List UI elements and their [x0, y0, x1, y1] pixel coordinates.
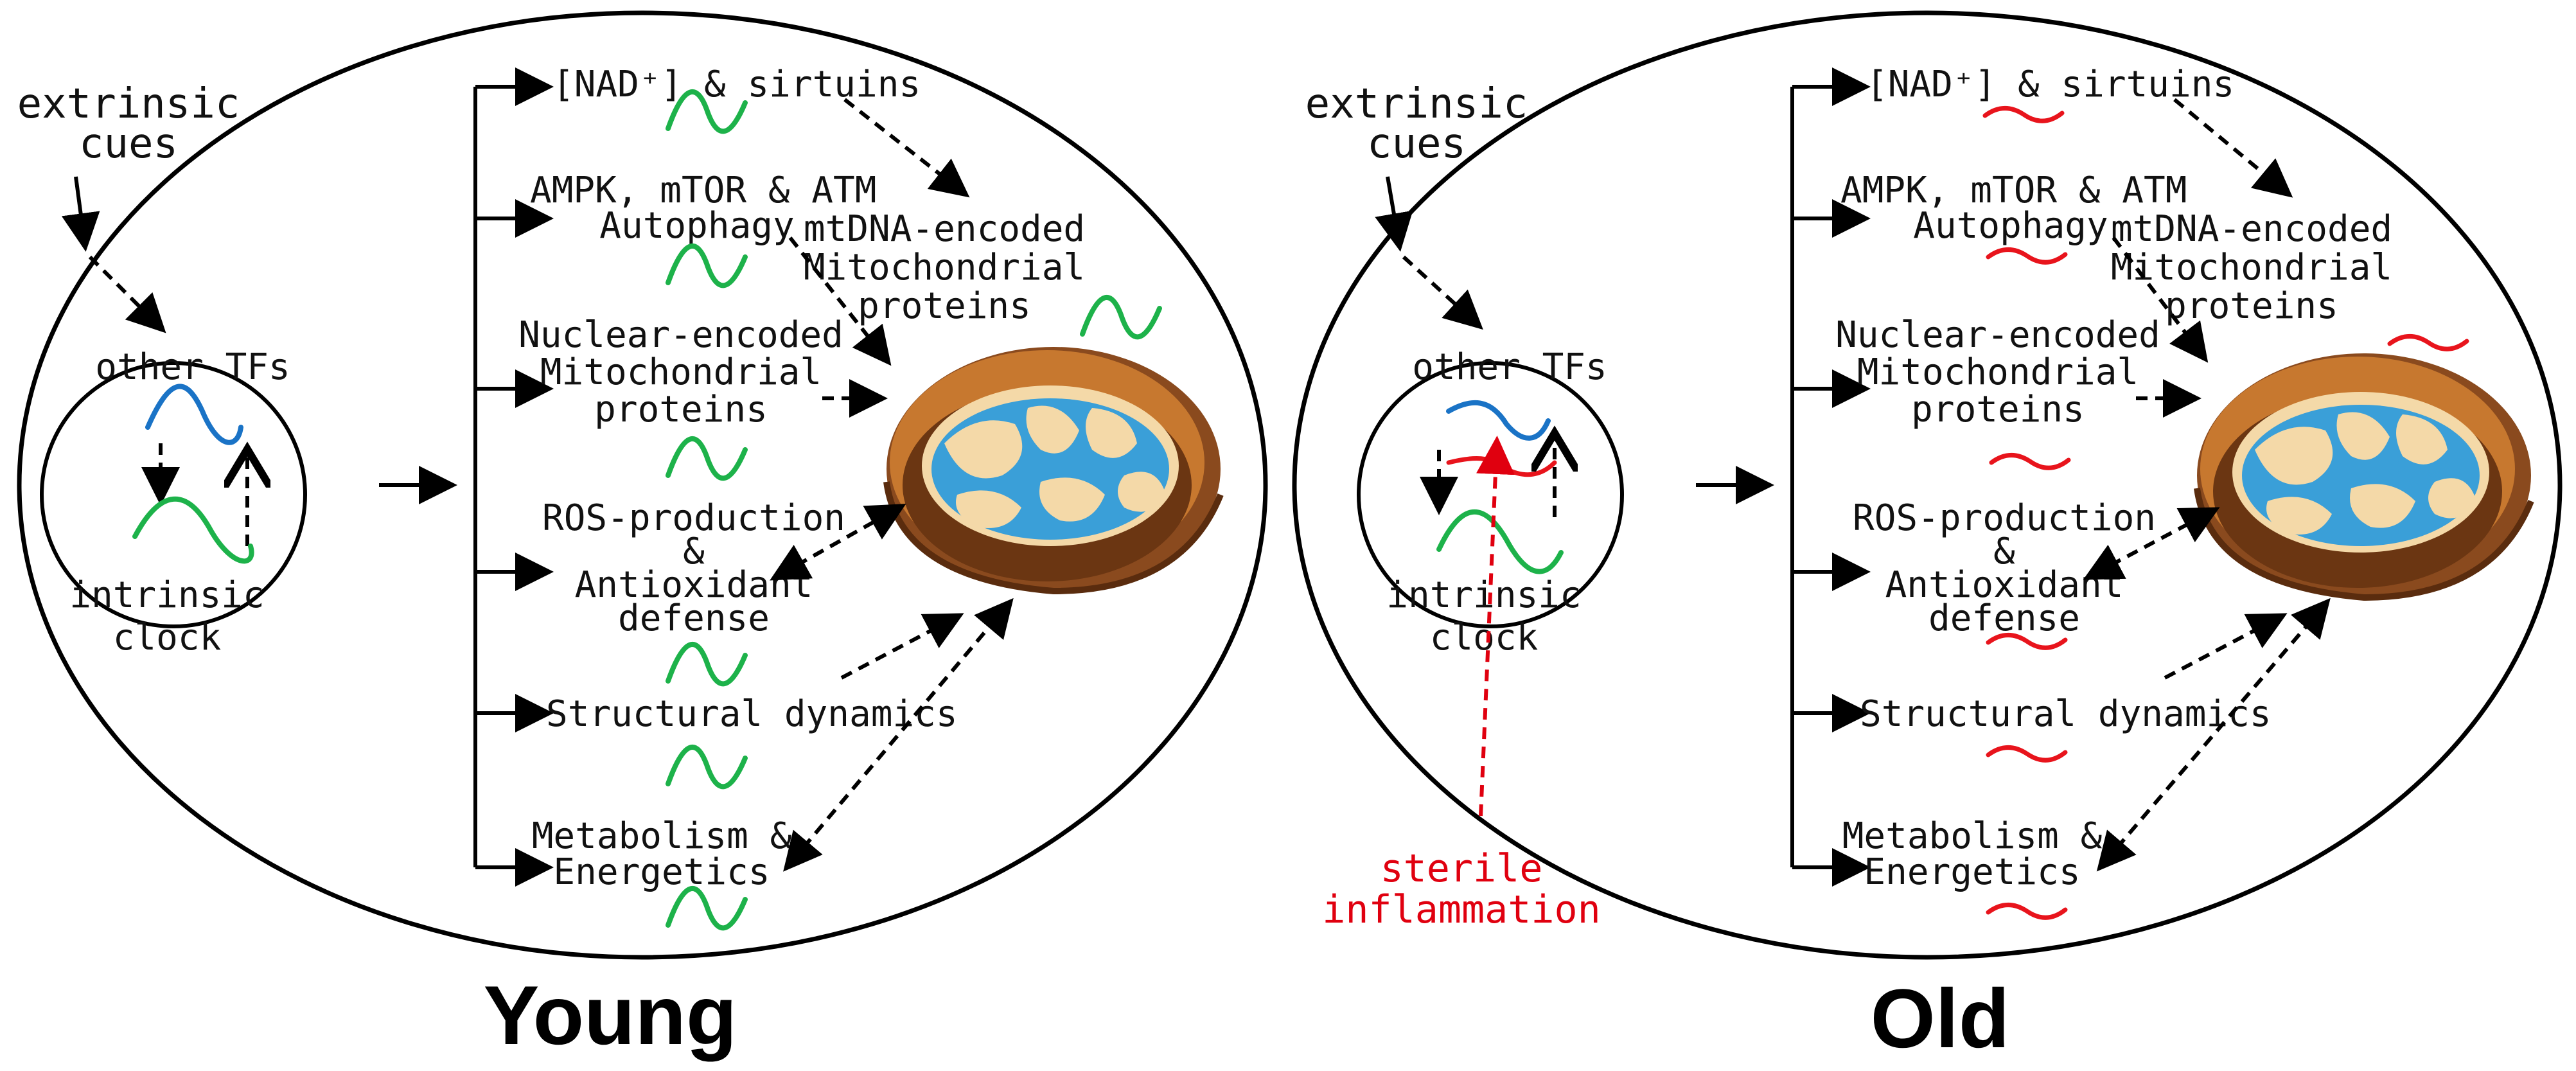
- structural-to-mito-arrow: [840, 613, 964, 680]
- text-line: Mitochondrial: [1857, 351, 2139, 393]
- metabolism-mito-bidirectional-arrow: [783, 597, 1014, 872]
- metabolism-rhythm-wave: [666, 886, 748, 931]
- text-line: extrinsic: [17, 80, 240, 128]
- text-line: proteins: [594, 389, 768, 430]
- clock-circle: [40, 361, 307, 628]
- text-line: Mitochondrial: [804, 247, 1085, 288]
- cell-outline: [1292, 10, 2563, 960]
- cell-outline: [17, 10, 1268, 960]
- text-line: Energetics: [553, 851, 770, 893]
- text-line: proteins: [2165, 285, 2338, 327]
- text-line: intrinsic: [69, 574, 264, 616]
- nad-to-mtdna-arrow: [843, 98, 970, 198]
- metabolism-label: Metabolism &Energetics: [1842, 815, 2103, 893]
- autophagy-to-mito-arrow: [788, 236, 892, 366]
- text-line: clock: [113, 617, 222, 659]
- nad-rhythm-wave: [666, 89, 748, 134]
- nad-to-mtdna-arrow: [2173, 98, 2293, 198]
- extrinsic-to-clock-dashed-arrow: [88, 255, 166, 333]
- ampk-label: AMPK, mTOR & ATM: [1840, 170, 2187, 211]
- text-line: cues: [1367, 120, 1466, 168]
- text-line: inflammation: [1322, 887, 1600, 932]
- panel-caption-young: Young: [484, 968, 737, 1062]
- nad-sirtuins-label: [NAD⁺] & sirtuins: [552, 64, 921, 105]
- ros-rhythm-wave: [666, 642, 748, 687]
- text-line: Mitochondrial: [540, 351, 822, 393]
- extrinsic-arrow: [61, 176, 100, 252]
- text-line: intrinsic: [1386, 574, 1581, 616]
- text-line: Nuclear-encoded: [1835, 314, 2160, 356]
- other-tfs-rhythm-wave: [1446, 400, 1551, 441]
- text-line: cues: [79, 120, 178, 168]
- autophagy-rhythm-wave: [1986, 247, 2068, 265]
- ampk-label: AMPK, mTOR & ATM: [530, 170, 876, 211]
- mtdna-rhythm-wave: [2387, 334, 2469, 351]
- nuclear-rhythm-wave: [666, 436, 748, 481]
- text-line: Nuclear-encoded: [518, 314, 843, 356]
- text-line: proteins: [1911, 389, 2085, 430]
- text-line: Energetics: [1864, 851, 2080, 893]
- text-line: Mitochondrial: [2111, 247, 2392, 288]
- text-line: defense: [1928, 597, 2080, 639]
- metabolism-mito-bidirectional-arrow: [2096, 597, 2331, 872]
- intrinsic-clock-rhythm-wave: [1436, 509, 1564, 574]
- inflammation-rhythm-wave: [1446, 456, 1557, 477]
- structural-rhythm-wave: [666, 745, 748, 790]
- structural-rhythm-wave: [1986, 745, 2068, 763]
- autophagy-rhythm-wave: [666, 243, 748, 288]
- structural-to-mito-arrow: [2164, 613, 2288, 680]
- other-tfs-rhythm-wave: [145, 384, 243, 445]
- other-tfs-label: other TFs: [95, 346, 290, 388]
- clock-circle: [1357, 361, 1624, 628]
- text-line: extrinsic: [1305, 80, 1528, 128]
- mitochondrion-image: [887, 347, 1221, 591]
- ros-mito-bidirectional-arrow: [770, 504, 906, 581]
- other-tfs-label: other TFs: [1412, 346, 1607, 388]
- nuclear-rhythm-wave: [1989, 453, 2071, 470]
- text-line: &: [1993, 531, 2015, 572]
- structural-label: Structural dynamics: [546, 693, 958, 735]
- autophagy-to-mito-arrow: [2112, 236, 2209, 363]
- metabolism-rhythm-wave: [1986, 903, 2068, 920]
- text-line: mtDNA-encoded: [2111, 208, 2392, 250]
- text-line: clock: [1430, 617, 1539, 659]
- mitochondrion-image: [2197, 353, 2531, 597]
- text-line: mtDNA-encoded: [804, 208, 1085, 250]
- nad-sirtuins-label: [NAD⁺] & sirtuins: [1866, 64, 2234, 105]
- autophagy-label: Autophagy: [1913, 205, 2108, 247]
- nad-rhythm-wave: [1982, 106, 2065, 123]
- text-line: &: [683, 531, 705, 572]
- text-line: defense: [618, 597, 770, 639]
- text-line: proteins: [858, 285, 1031, 327]
- sterile-inflammation-arrow: [1476, 436, 1515, 817]
- mtdna-rhythm-wave: [1080, 295, 1162, 340]
- metabolism-label: Metabolism &Energetics: [532, 815, 792, 893]
- extrinsic-arrow: [1375, 176, 1413, 252]
- ros-mito-bidirectional-arrow: [2083, 507, 2220, 580]
- text-line: sterile: [1381, 846, 1543, 891]
- text-line: Metabolism &: [1842, 815, 2103, 857]
- autophagy-label: Autophagy: [599, 205, 794, 247]
- panel-caption-old: Old: [1871, 971, 2010, 1065]
- intrinsic-clock-rhythm-wave: [132, 496, 254, 564]
- ros-rhythm-wave: [1986, 633, 2068, 650]
- extrinsic-to-clock-dashed-arrow: [1402, 255, 1483, 330]
- structural-label: Structural dynamics: [1860, 693, 2272, 735]
- text-line: Metabolism &: [532, 815, 792, 857]
